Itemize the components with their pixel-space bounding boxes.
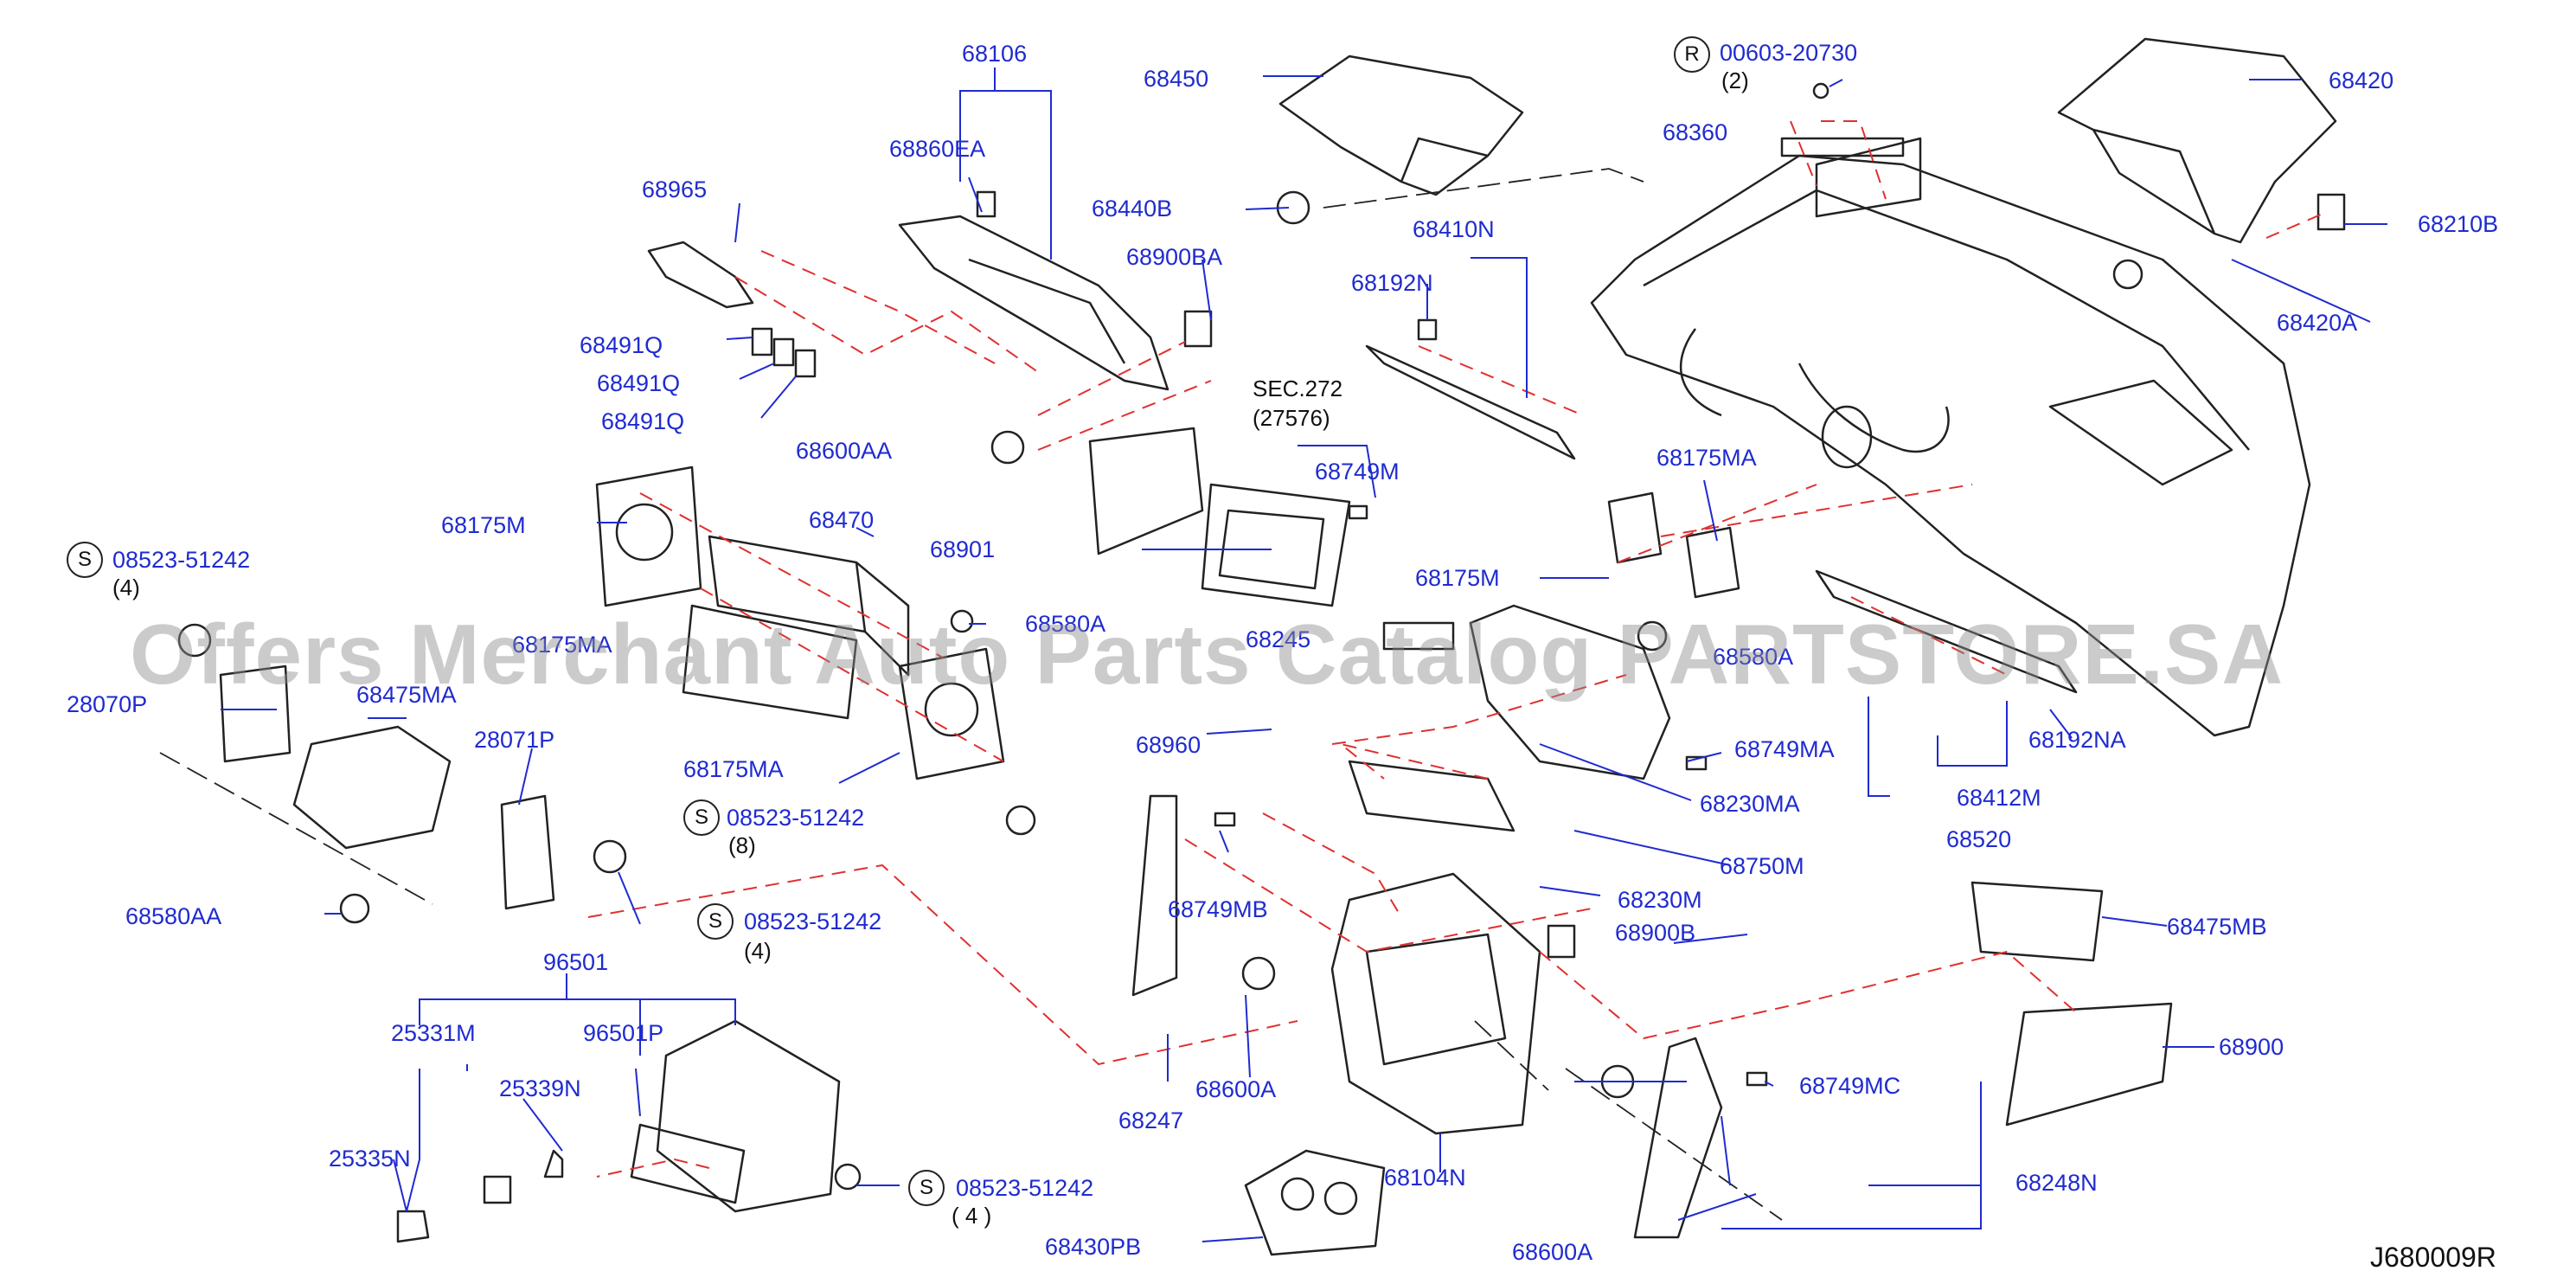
- center-console-drawing: [1469, 604, 1671, 780]
- part-label-68410n[interactable]: 68410N: [1413, 216, 1495, 242]
- part-label-08523-51242-1[interactable]: 08523-51242: [112, 547, 251, 573]
- part-label-68175ma-1[interactable]: 68175MA: [1656, 445, 1757, 471]
- part-label-25331m[interactable]: 25331M: [391, 1020, 476, 1046]
- part-label-08523-51242-3[interactable]: 08523-51242: [744, 908, 882, 934]
- part-label-68750m[interactable]: 68750M: [1720, 853, 1804, 879]
- part-label-68230ma[interactable]: 68230MA: [1700, 791, 1800, 817]
- part-label-68580aa[interactable]: 68580AA: [125, 903, 222, 929]
- part-label-68106[interactable]: 68106: [962, 41, 1028, 67]
- r-symbol: R: [1674, 36, 1710, 73]
- part-label-68104n[interactable]: 68104N: [1384, 1165, 1466, 1191]
- console-frame-drawing: [1330, 872, 1541, 1135]
- part-label-68749mc[interactable]: 68749MC: [1799, 1073, 1901, 1099]
- part-label-68580a-1[interactable]: 68580A: [1025, 611, 1106, 637]
- cluster-lid-drawing: [898, 215, 1169, 391]
- part-label-68900[interactable]: 68900: [2219, 1034, 2284, 1060]
- section-reference: SEC.272: [1253, 376, 1343, 401]
- part-label-68210b[interactable]: 68210B: [2418, 211, 2499, 237]
- part-label-68430pb[interactable]: 68430PB: [1045, 1234, 1142, 1260]
- part-label-68901[interactable]: 68901: [930, 536, 996, 562]
- part-label-68965[interactable]: 68965: [642, 177, 708, 202]
- part-label-28071p[interactable]: 28071P: [474, 727, 555, 753]
- diagram-reference-code: J680009R: [2370, 1242, 2496, 1273]
- part-label-68247[interactable]: 68247: [1118, 1107, 1184, 1133]
- part-label-68248n[interactable]: 68248N: [2015, 1170, 2098, 1196]
- quantity-note-4-a: (4): [112, 575, 140, 600]
- part-label-68360[interactable]: 68360: [1663, 119, 1728, 145]
- part-label-68175m-1[interactable]: 68175M: [441, 512, 526, 538]
- s-symbol-1: S: [67, 542, 103, 578]
- center-lines: [159, 168, 1783, 1221]
- part-label-68475ma[interactable]: 68475MA: [356, 682, 457, 708]
- part-label-68420a[interactable]: 68420A: [2277, 310, 2358, 336]
- part-label-68749mb[interactable]: 68749MB: [1168, 896, 1268, 922]
- part-label-68192n[interactable]: 68192N: [1351, 270, 1433, 296]
- s-symbol-4: S: [908, 1170, 945, 1206]
- part-label-68749ma[interactable]: 68749MA: [1734, 736, 1835, 762]
- part-label-68900b[interactable]: 68900B: [1615, 920, 1696, 946]
- part-label-25335n[interactable]: 25335N: [329, 1146, 411, 1172]
- part-label-68900ba[interactable]: 68900BA: [1126, 244, 1223, 270]
- part-label-68600a-2[interactable]: 68600A: [1512, 1239, 1593, 1265]
- part-label-96501[interactable]: 96501: [543, 949, 609, 975]
- part-label-68491q-3[interactable]: 68491Q: [601, 408, 685, 434]
- part-label-68470[interactable]: 68470: [809, 507, 875, 533]
- part-label-68175m-2[interactable]: 68175M: [1415, 565, 1500, 591]
- s-symbol-3: S: [697, 903, 734, 940]
- part-label-68175ma-2[interactable]: 68175MA: [512, 632, 612, 658]
- part-label-68491q-2[interactable]: 68491Q: [597, 370, 681, 396]
- part-label-68412m[interactable]: 68412M: [1957, 785, 2041, 811]
- part-label-68230m[interactable]: 68230M: [1618, 887, 1702, 913]
- s-symbol-2: S: [683, 799, 720, 836]
- part-label-00603-20730[interactable]: 00603-20730: [1720, 40, 1858, 66]
- watermark: Offers Merchant Auto Parts Catalog PARTS…: [130, 607, 2284, 702]
- part-label-68860ea[interactable]: 68860EA: [889, 136, 986, 162]
- quantity-note-4-c: ( 4 ): [952, 1203, 992, 1229]
- part-label-68175ma-3[interactable]: 68175MA: [683, 756, 784, 782]
- assembly-lines: [587, 120, 2328, 1178]
- part-label-68420[interactable]: 68420: [2329, 67, 2394, 93]
- part-label-68960[interactable]: 68960: [1136, 732, 1201, 758]
- part-label-68600a-1[interactable]: 68600A: [1195, 1076, 1277, 1102]
- leader-lines: [221, 67, 2387, 1242]
- part-label-28070p[interactable]: 28070P: [67, 691, 148, 717]
- part-label-68491q-1[interactable]: 68491Q: [580, 332, 663, 358]
- part-label-68450[interactable]: 68450: [1144, 66, 1209, 92]
- part-label-68749m[interactable]: 68749M: [1315, 459, 1400, 485]
- quantity-note-4-b: (4): [744, 938, 772, 964]
- part-label-68440b[interactable]: 68440B: [1092, 196, 1173, 221]
- part-label-08523-51242-4[interactable]: 08523-51242: [956, 1175, 1094, 1201]
- part-label-68245[interactable]: 68245: [1246, 626, 1311, 652]
- part-label-68520[interactable]: 68520: [1946, 826, 2012, 852]
- part-label-68475mb[interactable]: 68475MB: [2167, 914, 2267, 940]
- quantity-note-2: (2): [1721, 67, 1749, 93]
- part-label-68600aa[interactable]: 68600AA: [796, 438, 893, 464]
- quantity-note-8: (8): [728, 832, 756, 858]
- part-label-96501p[interactable]: 96501P: [583, 1020, 664, 1046]
- meter-hood-drawing: [2057, 37, 2337, 244]
- part-label-25339n[interactable]: 25339N: [499, 1075, 581, 1101]
- part-label-68192na[interactable]: 68192NA: [2028, 727, 2126, 753]
- part-label-08523-51242-2[interactable]: 08523-51242: [727, 805, 865, 831]
- section-reference-sub: (27576): [1253, 405, 1330, 431]
- part-label-68580a-2[interactable]: 68580A: [1713, 644, 1794, 670]
- instrument-panel-drawing: [1590, 154, 2311, 737]
